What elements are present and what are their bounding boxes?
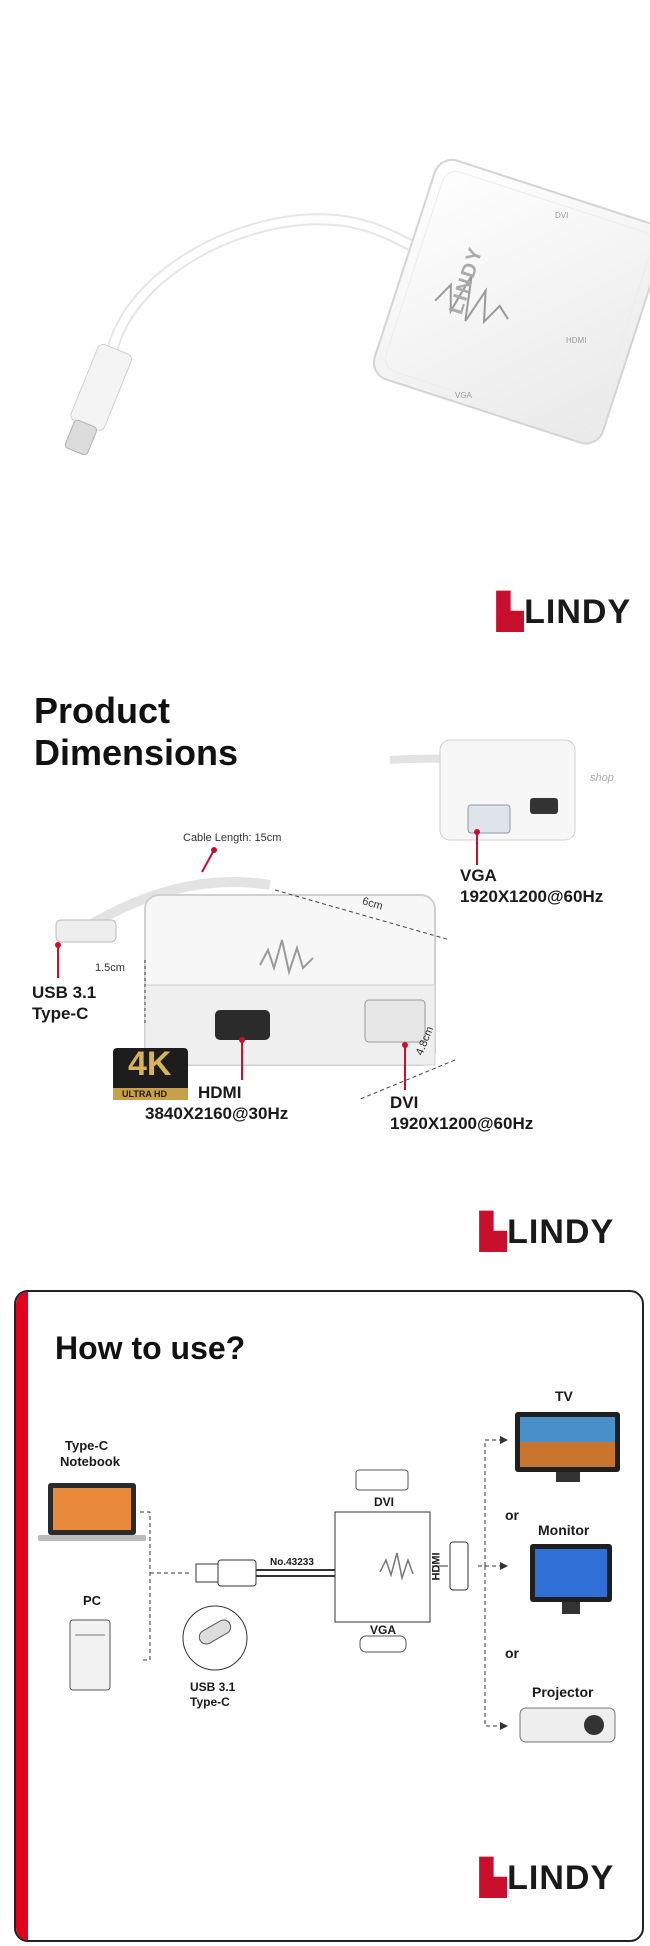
cable-length-label: Cable Length: 15cm [183, 832, 282, 844]
hdmi-label-line2: 3840X2160@30Hz [145, 1104, 289, 1123]
lindy-logo-2: ▙LINDY [480, 1212, 614, 1252]
projector-label: Projector [532, 1684, 594, 1700]
vga-label-line1: VGA [460, 866, 497, 885]
lindy-logo-mark: ▙ [480, 1859, 508, 1897]
height-label: 1.5cm [95, 962, 125, 974]
dimensions-diagram [55, 739, 576, 1101]
hdmi-label: HDMI [430, 1552, 443, 1581]
usb-label-line1: USB 3.1 [32, 983, 97, 1002]
howto-diagram [38, 1412, 620, 1743]
hero-port-vga: VGA [455, 391, 472, 400]
monitor-label: Monitor [538, 1522, 590, 1538]
badge-4k: 4K [128, 1045, 172, 1083]
notebook-label-line2: Notebook [60, 1454, 120, 1469]
lindy-logo-text: LINDY [524, 593, 632, 631]
lindy-logo-3: ▙LINDY [480, 1858, 614, 1898]
dimensions-title-line2: Dimensions [34, 732, 239, 773]
howto-section: How to use? [0, 1290, 650, 1946]
hero-port-dvi: DVI [555, 211, 569, 220]
lindy-logo-text: LINDY [507, 1859, 615, 1897]
lindy-logo-text: LINDY [507, 1213, 615, 1251]
dimensions-section: Product Dimensions shop Cable L [0, 640, 650, 1290]
dvi-label: DVI [374, 1495, 395, 1509]
adapter-product-image [64, 158, 650, 456]
vga-label-line2: 1920X1200@60Hz [460, 887, 604, 906]
or-label-1: or [505, 1507, 519, 1523]
part-number-label: No.43233 [270, 1557, 314, 1568]
howto-usb-label-line2: Type-C [190, 1695, 230, 1709]
dvi-label-line2: 1920X1200@60Hz [390, 1114, 534, 1133]
hdmi-label-line1: HDMI [198, 1083, 242, 1102]
lindy-logo-1: ▙LINDY [497, 592, 631, 632]
vga-label: VGA [370, 1623, 397, 1637]
tv-label: TV [555, 1388, 573, 1404]
usb-label-line2: Type-C [32, 1004, 89, 1023]
dimensions-title-line1: Product [34, 690, 171, 731]
pc-label: PC [83, 1593, 102, 1608]
howto-usb-label-line1: USB 3.1 [190, 1680, 236, 1694]
badge-uhd: ULTRA HD [122, 1089, 167, 1099]
hero-port-hdmi: HDMI [566, 336, 587, 345]
howto-red-bar [16, 1292, 28, 1940]
or-label-2: or [505, 1645, 519, 1661]
lindy-logo-mark: ▙ [497, 593, 525, 631]
dvi-label-line1: DVI [390, 1093, 419, 1112]
howto-card [14, 1290, 644, 1942]
notebook-label-line1: Type-C [65, 1438, 109, 1453]
hero-section: DVI HDMI VGA LINDY ▙LINDY [0, 0, 650, 640]
lindy-logo-mark: ▙ [480, 1213, 508, 1251]
watermark-text: shop [590, 772, 614, 784]
howto-title: How to use? [55, 1330, 246, 1366]
